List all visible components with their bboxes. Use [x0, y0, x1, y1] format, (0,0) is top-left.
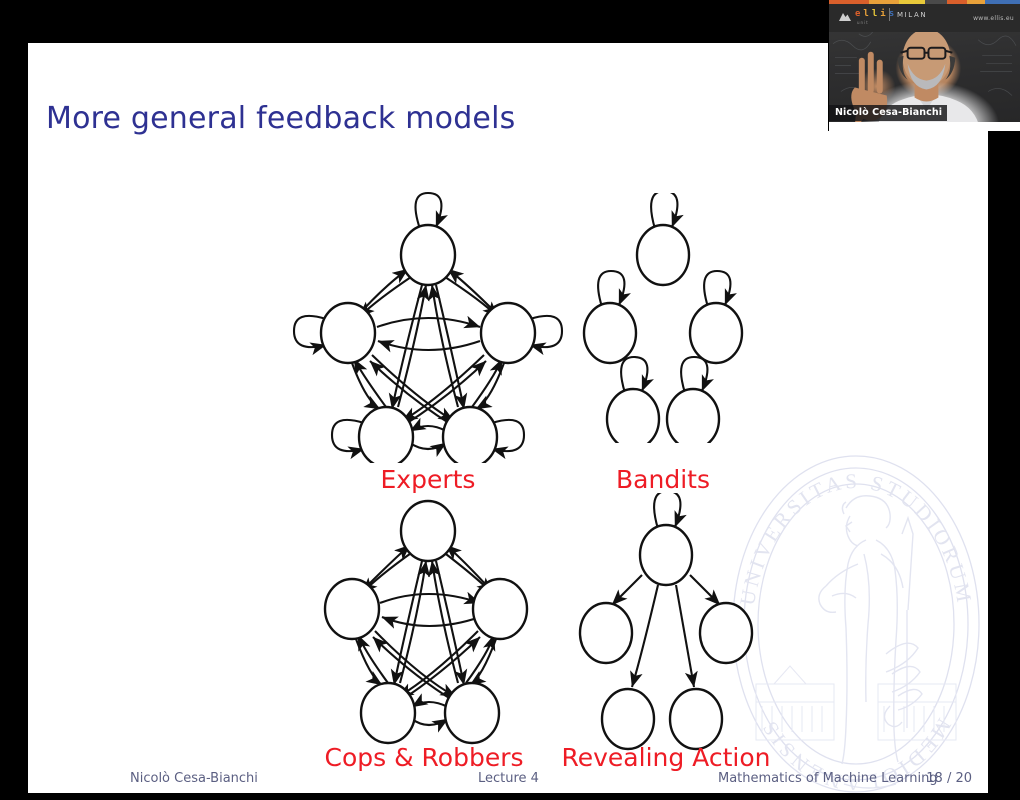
figure-cops-and-robbers: Cops & Robbers — [300, 493, 550, 772]
ellis-letter-i: i — [880, 9, 886, 19]
ellis-letter-l2: l — [871, 9, 878, 19]
ellis-subtitle: unit — [857, 20, 869, 25]
ellis-city-label: MILAN — [897, 11, 928, 19]
ellis-url: www.ellis.eu — [973, 15, 1014, 22]
webcam-overlay[interactable]: e l l i s unit MILAN www.ellis.eu Nicolò… — [828, 0, 1020, 131]
speaker-portrait — [851, 28, 981, 131]
figure-revealing-action: Revealing Action — [556, 493, 770, 772]
figure-label-revealing-action: Revealing Action — [561, 743, 771, 772]
banner-divider — [889, 8, 890, 21]
footer-author: Nicolò Cesa-Bianchi — [130, 771, 258, 786]
webcam-bottom-strip — [829, 122, 1020, 131]
slide-footer: Nicolò Cesa-Bianchi Lecture 4 Mathematic… — [28, 759, 988, 793]
speaker-name-tag: Nicolò Cesa-Bianchi — [829, 105, 948, 121]
ellis-wordmark: e l l i s — [855, 9, 894, 19]
figure-experts: Experts — [286, 163, 566, 494]
ellis-letter-e: e — [855, 9, 861, 19]
ellis-banner: e l l i s unit MILAN www.ellis.eu — [829, 0, 1020, 32]
footer-course: Mathematics of Machine Learning — [718, 771, 938, 786]
figure-grid: Experts — [28, 43, 988, 793]
page-title: More general feedback models — [46, 101, 516, 136]
ellis-letter-l1: l — [863, 9, 869, 19]
figure-label-cops-and-robbers: Cops & Robbers — [324, 743, 524, 772]
footer-page-number: 18 / 20 — [926, 771, 972, 786]
presentation-slide: UNIVERSITAS STUDIORUM MEDIOLANENSIS — [28, 43, 988, 793]
ellis-letter-s: s — [888, 9, 895, 19]
figure-label-bandits: Bandits — [616, 465, 710, 494]
banner-color-stripe — [829, 0, 1020, 4]
footer-lecture: Lecture 4 — [478, 771, 539, 786]
ellis-mountain-icon — [839, 13, 851, 21]
figure-bandits: Bandits — [558, 193, 758, 494]
figure-label-experts: Experts — [380, 465, 476, 494]
